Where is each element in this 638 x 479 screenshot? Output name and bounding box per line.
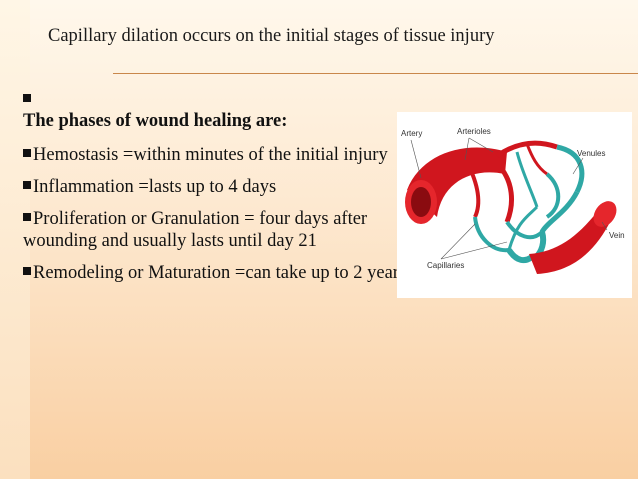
capillary-vessel xyxy=(556,144,585,194)
artery-label: Artery xyxy=(401,129,422,138)
list-item-text: Proliferation or Granulation = four days… xyxy=(23,209,368,251)
label-leader xyxy=(440,241,508,260)
capillary-vessel xyxy=(505,220,544,240)
list-item: Proliferation or Granulation = four days… xyxy=(23,208,413,252)
label-leader xyxy=(410,139,422,179)
title-divider xyxy=(113,73,638,74)
label-leader xyxy=(440,223,476,260)
list-item-text: Hemostasis =within minutes of the initia… xyxy=(33,145,388,165)
arteriole-branch xyxy=(495,140,558,159)
label-leader xyxy=(601,221,608,231)
label-leader xyxy=(468,137,494,153)
arteriole-branch xyxy=(465,161,481,218)
label-leader xyxy=(464,137,470,161)
label-leader xyxy=(572,157,584,175)
list-item-text: Remodeling or Maturation =can take up to… xyxy=(33,263,407,283)
bullet-icon xyxy=(23,213,31,221)
bullet-icon xyxy=(23,149,31,157)
slide-body: The phases of wound healing are: Hemosta… xyxy=(23,110,413,294)
arterioles-label: Arterioles xyxy=(457,127,491,136)
vein-opening xyxy=(593,201,617,227)
capillaries-label: Capillaries xyxy=(427,261,464,270)
section-heading: The phases of wound healing are: xyxy=(23,111,288,131)
list-item: Inflammation =lasts up to 4 days xyxy=(23,176,413,198)
capillary-vessel xyxy=(545,172,561,219)
list-item: Remodeling or Maturation =can take up to… xyxy=(23,262,413,284)
capillary-vessel xyxy=(473,216,510,253)
venule-vessel xyxy=(506,248,534,264)
bullet-icon xyxy=(23,181,31,189)
arteriole-branch xyxy=(498,166,515,223)
capillary-diagram: Artery Arterioles Venules Vein Capillari… xyxy=(397,112,632,298)
venules-label: Venules xyxy=(577,149,605,158)
list-item: Hemostasis =within minutes of the initia… xyxy=(23,144,413,166)
bullet-icon xyxy=(23,94,31,102)
vein-vessel xyxy=(529,212,611,274)
slide-left-strip xyxy=(0,0,30,479)
vein-label: Vein xyxy=(609,231,625,240)
blood-vessel-illustration: Artery Arterioles Venules Vein Capillari… xyxy=(401,127,625,274)
capillary-vessel xyxy=(515,151,539,208)
arteriole-branch xyxy=(525,143,548,176)
artery-lumen xyxy=(411,187,431,217)
slide-subtitle: Capillary dilation occurs on the initial… xyxy=(48,26,495,46)
list-item-text: Inflammation =lasts up to 4 days xyxy=(33,177,277,197)
capillary-vessel xyxy=(539,190,580,234)
bullet-icon xyxy=(23,267,31,275)
capillary-vessel xyxy=(507,205,539,251)
